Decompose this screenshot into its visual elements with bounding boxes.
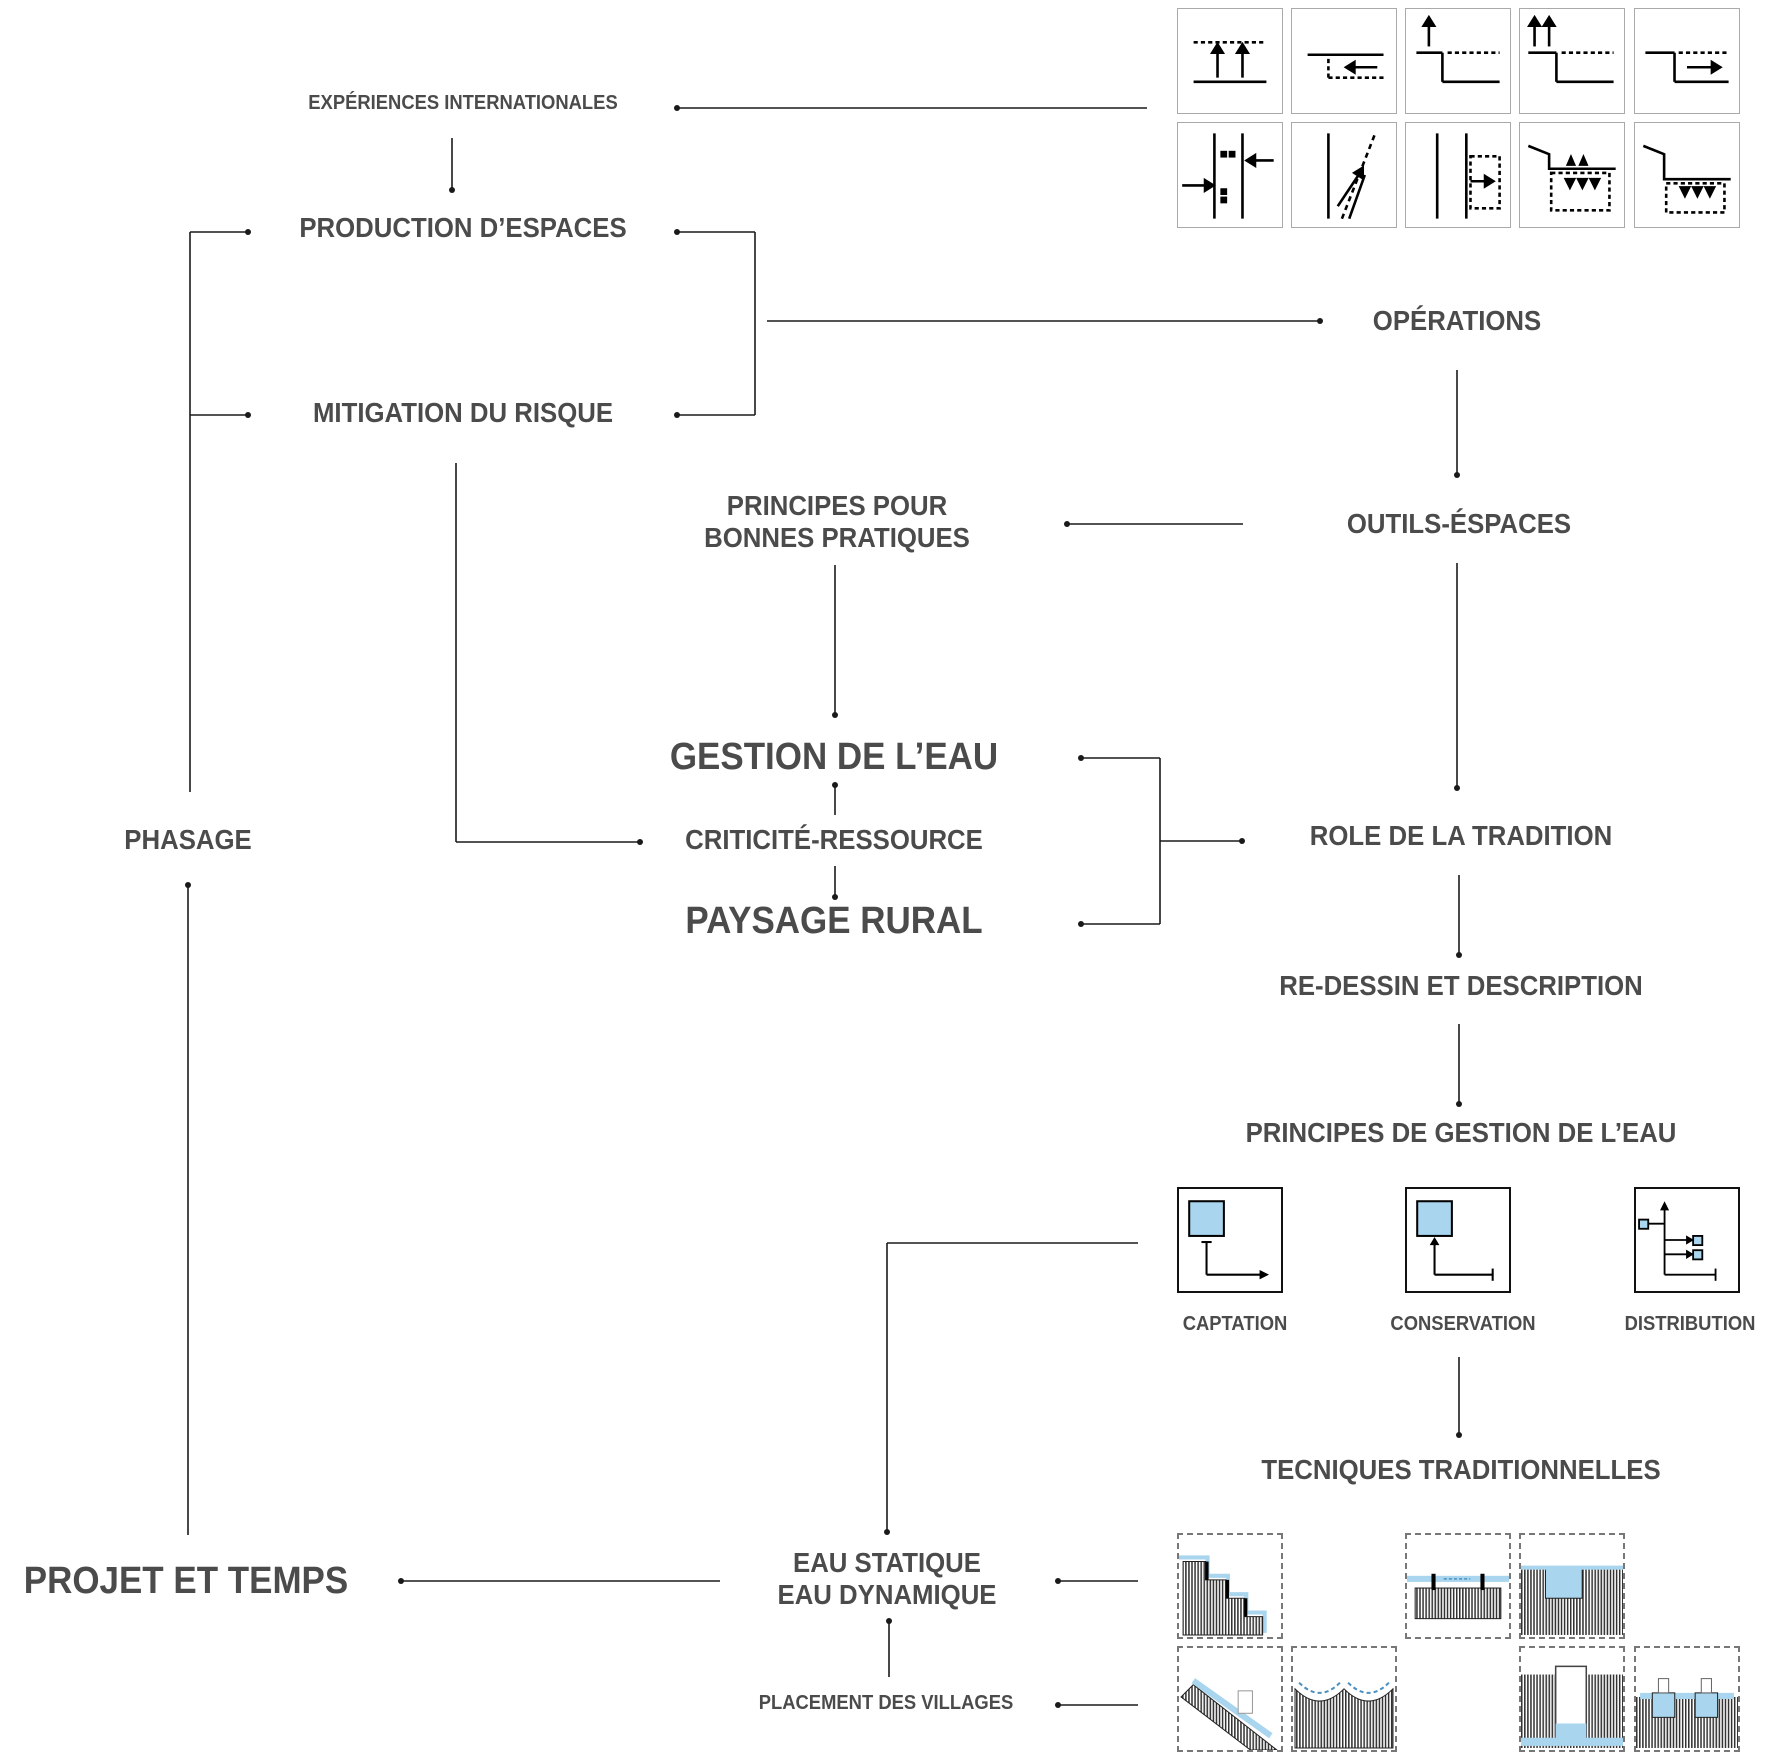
node-operations: OPÉRATIONS xyxy=(1372,305,1542,336)
double-step-up-icon xyxy=(1519,8,1625,114)
node-mitigation-risque: MITIGATION DU RISQUE xyxy=(312,397,614,428)
label-captation: CAPTATION xyxy=(1182,1313,1288,1335)
node-criticite-ressource: CRITICITÉ-RESSOURCE xyxy=(685,824,983,855)
retreat-ground-icon xyxy=(1291,8,1397,114)
node-placement-villages: PLACEMENT DES VILLAGES xyxy=(758,1692,1014,1714)
canal-section-icon xyxy=(1405,1533,1511,1639)
node-principes-bonnes-pratiques: PRINCIPES POUR BONNES PRATIQUES xyxy=(704,490,970,554)
node-redessin-description: RE-DESSIN ET DESCRIPTION xyxy=(1279,970,1643,1001)
node-principes-gestion-eau: PRINCIPES DE GESTION DE L’EAU xyxy=(1245,1117,1677,1148)
node-phasage: PHASAGE xyxy=(124,824,252,855)
node-eau-statique-dynamique: EAU STATIQUE EAU DYNAMIQUE xyxy=(778,1547,997,1611)
node-tecniques-traditionnelles: TECNIQUES TRADITIONNELLES xyxy=(1261,1454,1661,1485)
node-production-espaces: PRODUCTION D’ESPACES xyxy=(299,212,627,243)
node-gestion-eau: GESTION DE L’EAU xyxy=(669,736,999,778)
double-cistern-icon xyxy=(1634,1646,1740,1752)
node-projet-temps: PROJET ET TEMPS xyxy=(23,1560,349,1602)
wavy-field-icon xyxy=(1291,1646,1397,1752)
sunken-basin-down-icon xyxy=(1634,122,1740,228)
node-experiences-internationales: EXPÉRIENCES INTERNATIONALES xyxy=(308,92,618,114)
node-principes-bp-line2: BONNES PRATIQUES xyxy=(704,522,970,554)
deep-well-icon xyxy=(1519,1646,1625,1752)
node-paysage-rural: PAYSAGE RURAL xyxy=(685,900,983,942)
cistern-icon xyxy=(1519,1533,1625,1639)
node-eau-statique: EAU STATIQUE xyxy=(793,1547,981,1578)
slope-channel-icon xyxy=(1177,1646,1283,1752)
diagonal-wall-icon xyxy=(1291,122,1397,228)
node-role-tradition: ROLE DE LA TRADITION xyxy=(1309,820,1613,851)
distribution-icon xyxy=(1634,1187,1740,1293)
captation-icon xyxy=(1177,1187,1283,1293)
conservation-icon xyxy=(1405,1187,1511,1293)
terrace-icon xyxy=(1177,1533,1283,1639)
node-outils-espaces: OUTILS-ÉSPACES xyxy=(1346,508,1572,539)
raise-ground-icon xyxy=(1177,8,1283,114)
step-out-icon xyxy=(1634,8,1740,114)
step-up-icon xyxy=(1405,8,1511,114)
converge-walls-icon xyxy=(1177,122,1283,228)
node-principes-bp-line1: PRINCIPES POUR xyxy=(726,490,948,521)
sunken-basin-up-icon xyxy=(1519,122,1625,228)
node-eau-dynamique: EAU DYNAMIQUE xyxy=(777,1579,997,1611)
wall-offset-icon xyxy=(1405,122,1511,228)
label-conservation: CONSERVATION xyxy=(1390,1313,1536,1335)
label-distribution: DISTRIBUTION xyxy=(1624,1313,1756,1335)
